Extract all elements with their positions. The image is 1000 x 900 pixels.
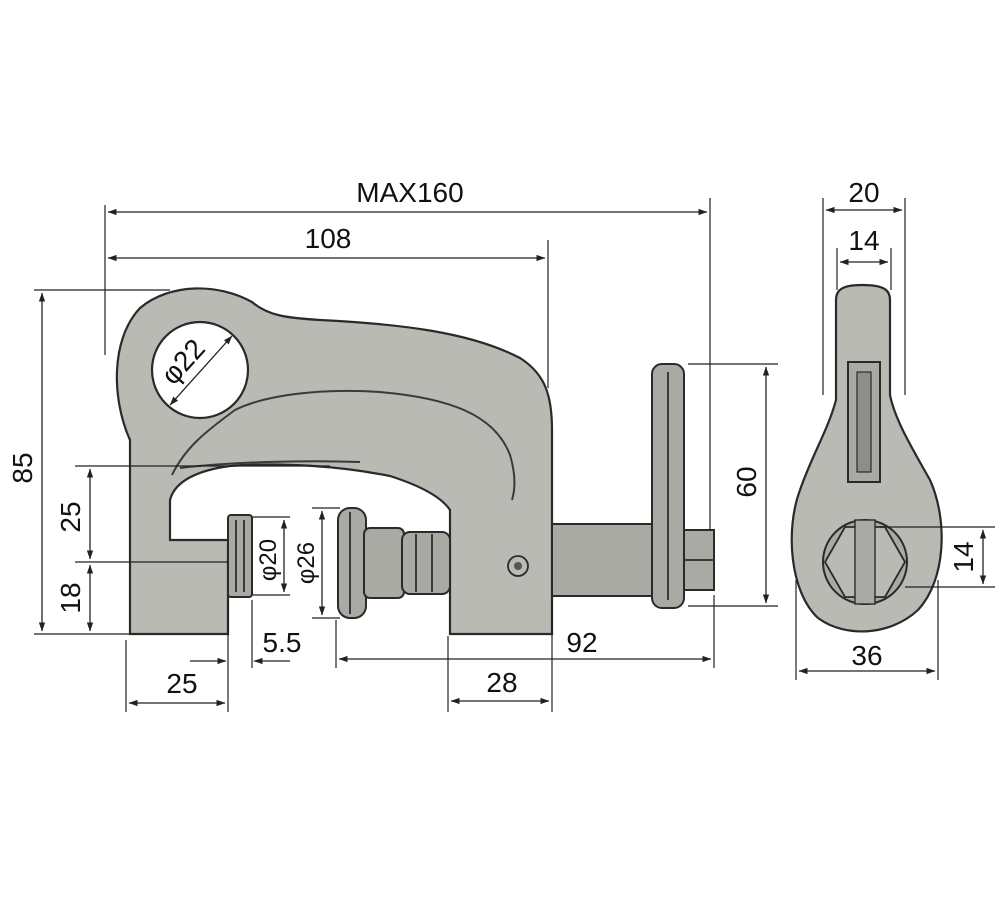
dim-25-bottom-label: 25	[166, 668, 197, 699]
dim-14-top-label: 14	[848, 225, 879, 256]
swivel-pad	[337, 507, 451, 619]
dim-phi26-label: φ26	[293, 542, 320, 584]
dim-60-label: 60	[731, 466, 762, 497]
dim-hole-line	[169, 335, 233, 406]
dim-14-right-label: 14	[948, 541, 979, 572]
dim-20-label: 20	[848, 177, 879, 208]
dim-jaw-label: 25	[55, 501, 86, 532]
clamp-side-view	[790, 283, 943, 633]
dim-phi20-label: φ20	[255, 539, 282, 581]
dim-108-label: 108	[305, 223, 352, 254]
dim-18-label: 18	[55, 582, 86, 613]
dim-max160-label: MAX160	[356, 177, 463, 208]
dim-5-5-label: 5.5	[263, 627, 302, 658]
t-handle	[651, 363, 685, 609]
screw-shaft	[551, 523, 715, 597]
dim-28-label: 28	[486, 667, 517, 698]
dim-92-label: 92	[566, 627, 597, 658]
dim-85-label: 85	[7, 452, 38, 483]
dim-36-label: 36	[851, 640, 882, 671]
fixed-pad	[227, 514, 253, 598]
